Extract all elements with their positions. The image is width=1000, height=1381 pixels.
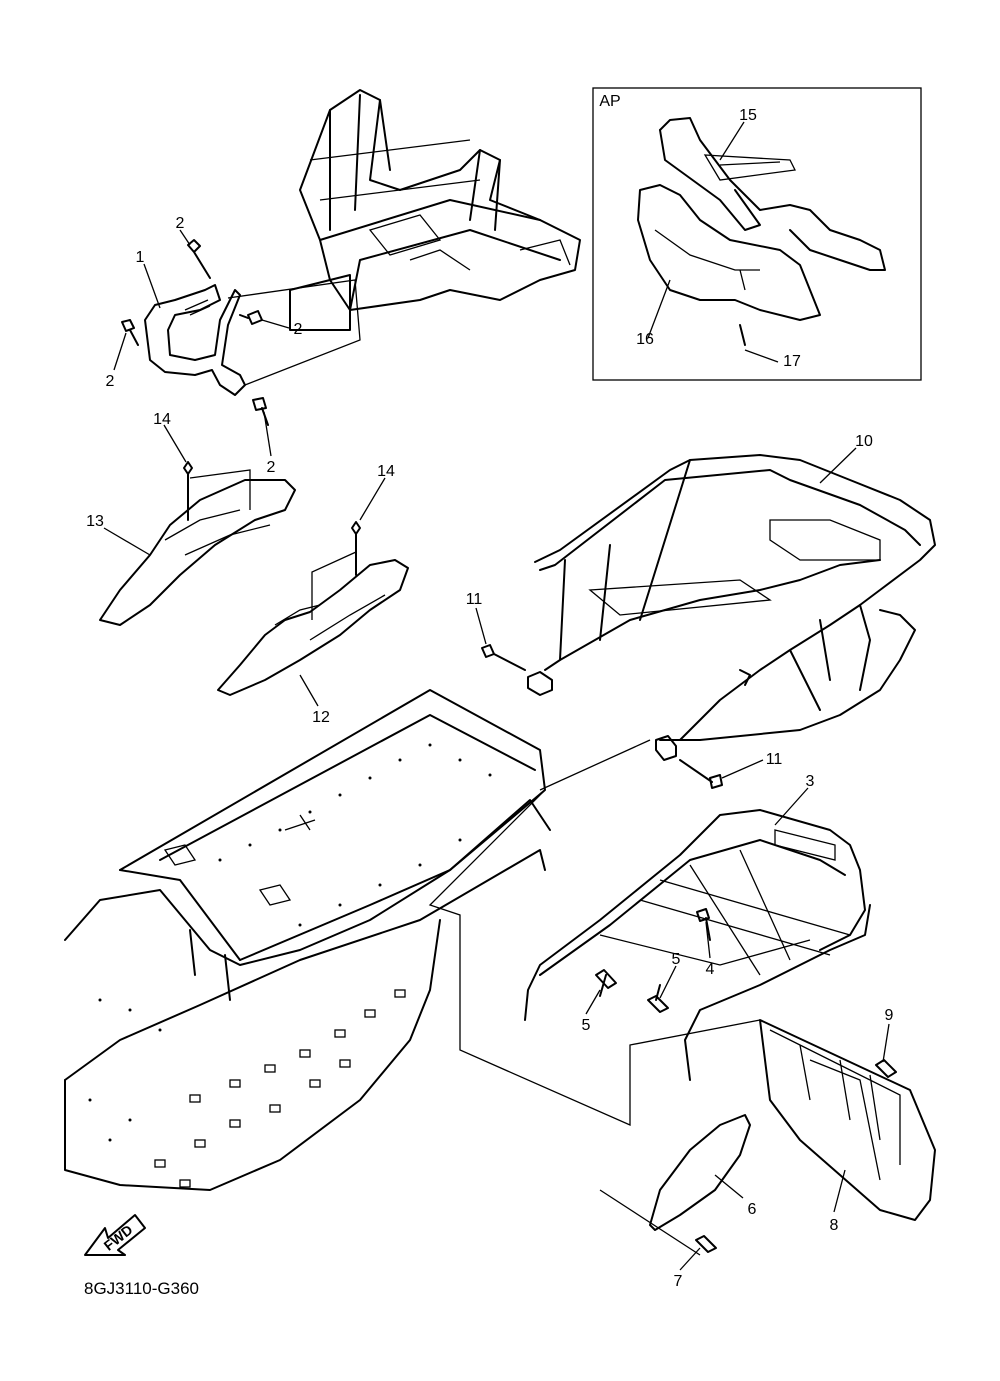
side-panel-part-6 [599,1114,751,1256]
bolt-4 [696,908,711,941]
clip-9 [875,1059,897,1078]
callout-4: 4 [706,961,715,978]
front-bumper-part-1 [144,284,246,396]
callout-10: 10 [855,433,873,450]
clip-7 [695,1235,717,1253]
callout-2: 2 [294,321,303,338]
rack-part-3 [524,809,871,1081]
leader-lines [103,121,890,1271]
clip-5-group [595,969,669,1013]
diagram-code: 8GJ3110-G360 [84,1279,199,1298]
footrest-cover-part-13 [99,461,296,626]
bolt-11-group [481,644,723,789]
callout-17: 17 [783,353,801,370]
callout-12: 12 [312,709,330,726]
callout-2: 2 [267,459,276,476]
callout-5: 5 [672,951,681,968]
callout-14: 14 [377,463,395,480]
callout-8: 8 [830,1217,839,1234]
callout-labels: 1 2 2 2 2 3 4 5 5 6 7 8 9 10 11 11 12 13… [86,107,893,1290]
callout-1: 1 [136,249,145,266]
callout-7: 7 [674,1273,683,1290]
frame-assembly [289,89,581,331]
callout-2: 2 [176,215,185,232]
callout-3: 3 [806,773,815,790]
rear-frame-part-10 [527,454,936,761]
callout-16: 16 [636,331,654,348]
bolt-2-group [121,239,269,426]
callout-11: 11 [466,591,483,608]
callout-13: 13 [86,513,104,530]
vehicle-body [64,689,551,1191]
mud-flap-part-8 [759,1019,936,1221]
callout-15: 15 [739,107,757,124]
callout-6: 6 [748,1201,757,1218]
callout-9: 9 [885,1007,894,1024]
callout-11: 11 [766,751,783,768]
fwd-arrow-icon: FWD [84,1214,146,1256]
ap-inset-box: AP [592,87,922,381]
callout-14: 14 [153,411,171,428]
callout-5: 5 [582,1017,591,1034]
inset-label: AP [599,93,620,110]
footrest-cover-part-12 [217,521,409,696]
callout-2: 2 [106,373,115,390]
